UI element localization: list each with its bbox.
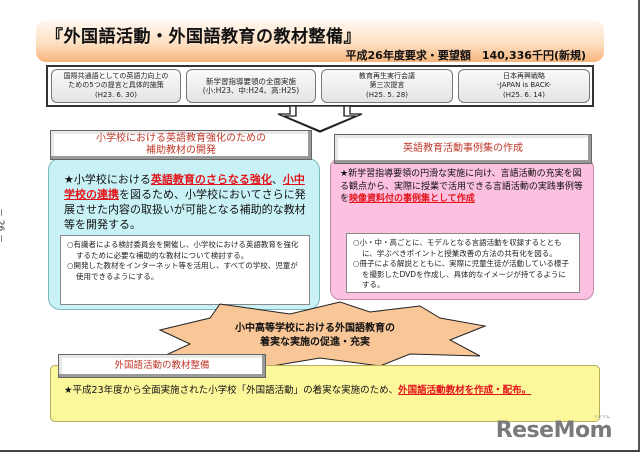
text: 、 <box>271 173 283 186</box>
star-icon: ★ <box>64 173 74 186</box>
central-goal-text: 小中高等学校における外国語教育の 着実な実施の促進・充実 <box>210 322 420 350</box>
source-box-english-proposal: 国際共通語としての英語力向上の ための5つの提言と具体的施策 (H23. 6. … <box>51 69 181 103</box>
emphasis-text: 映像資料付の事例集として作成 <box>349 194 475 204</box>
page-number: － 26 － <box>0 208 5 243</box>
page-title: 『外国語活動・外国語教育の教材整備』 <box>46 27 361 47</box>
policy-sources-row: 国際共通語としての英語力向上の ための5つの提言と具体的施策 (H23. 6. … <box>46 65 594 107</box>
source-line: 新学習指導要領の全面実施 <box>206 76 296 86</box>
note-item: ○冊子による解説とともに、実際に児童生徒が活動している様子を撮影したDVDを作成… <box>353 259 569 289</box>
source-box-education-council: 教育再生実行会議 第三次提言 (H25. 5. 28) <box>321 69 453 103</box>
star-icon: ★ <box>340 169 349 179</box>
page-frame-bottom <box>0 450 640 452</box>
bottom-panel-heading: 外国語活動の教材整備 <box>58 354 266 378</box>
budget-amount: 平成26年度要求・要望額 140,336千円(新規) <box>345 49 586 62</box>
text: を図るため、小学校においてさらに発展させた内容の取扱いが可能となる補助的な教材等… <box>64 188 306 231</box>
emphasis-text: 英語教育のさらなる強化 <box>150 173 272 186</box>
down-arrow-icon <box>277 105 363 133</box>
bottom-panel-description: ★平成23年度から全面実施された小学校「外国語活動」の着実な実施のため、外国語活… <box>64 385 584 397</box>
left-panel-description: ★小学校における英語教育のさらなる強化、小中学校の連携を図るため、小学校において… <box>64 172 314 232</box>
source-line: 第三次提言 <box>369 81 405 90</box>
emphasis-text: 小中学校の連携 <box>64 173 305 201</box>
source-date: (H23. 6. 30) <box>95 90 137 99</box>
text: 小学校における <box>73 173 151 186</box>
right-panel-notes: ○小・中・高ごとに、モデルとなる言語活動を収録するとともに、学ぶべきポイントと授… <box>346 233 580 293</box>
heading-line: 補助教材の開発 <box>146 145 216 156</box>
goal-line: 着実な実施の促進・充実 <box>260 337 370 348</box>
right-panel-heading: 英語教育活動事例集の作成 <box>334 134 592 164</box>
resemom-logo: ReseMom <box>495 418 613 443</box>
goal-line: 小中高等学校における外国語教育の <box>235 323 395 334</box>
left-panel-heading: 小学校における英語教育強化のための 補助教材の開発 <box>50 130 312 160</box>
left-panel-notes: ○有識者による検討委員会を開催し、小学校における英語教育を強化するために必要な補… <box>60 235 310 305</box>
source-line: 国際共通語としての英語力向上の <box>63 71 169 80</box>
star-icon: ★ <box>64 385 73 396</box>
note-item: ○有識者による検討委員会を開催し、小学校における英語教育を強化するために必要な補… <box>67 240 299 260</box>
right-panel-description: ★新学習指導要領の円滑な実施に向け、言語活動の充実を図る観点から、実際に授業で活… <box>340 168 590 206</box>
source-line: ための5つの提言と具体的施策 <box>68 81 164 90</box>
text: 新学習指導要領の円滑な実施に向け、言語活動の充実を図る観点から、実際に授業で活用… <box>340 169 583 204</box>
source-box-japan-revival: 日本再興戦略 -JAPAN is BACK- (H25. 6. 14) <box>458 69 590 103</box>
heading-line: 小学校における英語教育強化のための <box>96 133 266 144</box>
note-item: ○開発した教材をインターネット等を活用し、すべての学校、児童が使用できるようにす… <box>67 261 298 281</box>
emphasis-text: 外国語活動教材を作成・配布。 <box>398 385 532 396</box>
source-date: (H25. 6. 14) <box>503 90 545 99</box>
text: 平成23年度から全面実施された小学校「外国語活動」の着実な実施のため、 <box>72 385 399 396</box>
source-line: (小:H23、中:H24、高:H25) <box>202 86 300 95</box>
page-frame-right <box>638 0 640 452</box>
source-box-curriculum: 新学習指導要領の全面実施 (小:H23、中:H24、高:H25) <box>186 69 316 103</box>
source-line: 日本再興戦略 <box>503 71 545 80</box>
source-line: -JAPAN is BACK- <box>496 81 552 90</box>
source-line: 教育再生実行会議 <box>359 71 415 80</box>
note-item: ○小・中・高ごとに、モデルとなる言語活動を収録するとともに、学ぶべきポイントと授… <box>353 238 562 258</box>
title-banner <box>36 20 604 62</box>
watermark-ruby: リセマム <box>594 414 610 419</box>
source-date: (H25. 5. 28) <box>366 90 408 99</box>
